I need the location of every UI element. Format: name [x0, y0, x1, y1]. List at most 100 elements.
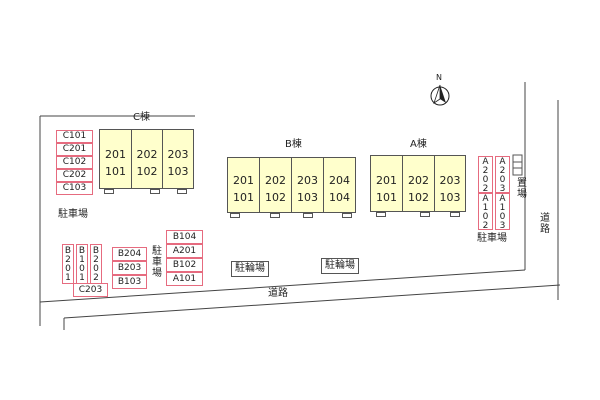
char: 1 [482, 203, 489, 213]
north-label: N [436, 73, 442, 82]
parking-space-a102: A 1 0 2 [478, 193, 493, 231]
bicycle-parking-1: 駐輪場 [231, 261, 269, 277]
road-label-south: 道路 [268, 288, 288, 299]
building-b: 201 101 202 102 203 103 204 104 [227, 157, 356, 213]
parking-space-c203: C203 [73, 283, 108, 297]
building-a-step [420, 212, 430, 217]
unit-c-3: 203 103 [163, 130, 193, 188]
parking-space-b104: B104 [166, 230, 203, 244]
parking-space-c102: C102 [56, 156, 93, 169]
parking-space-b202: B 2 0 2 [90, 244, 102, 284]
parking-label-east: 駐車場 [477, 233, 507, 244]
building-b-label: B棟 [285, 139, 302, 150]
char: A [499, 194, 506, 204]
char: 場 [517, 189, 527, 200]
unit-b-3: 203 103 [292, 158, 324, 212]
unit-b-103: 103 [297, 191, 318, 204]
unit-b-204: 204 [329, 174, 350, 187]
unit-b-202: 202 [265, 174, 286, 187]
char: 場 [152, 268, 162, 279]
char: 2 [482, 166, 489, 176]
unit-b-203: 203 [297, 174, 318, 187]
building-b-step [342, 213, 352, 218]
building-a-step [450, 212, 460, 217]
char: 2 [93, 273, 99, 283]
char: A [499, 157, 506, 167]
unit-c-103: 103 [167, 165, 189, 178]
trash-bin-icon [512, 154, 523, 176]
building-a: 201 101 202 102 203 103 [370, 155, 466, 212]
char: 0 [499, 212, 506, 222]
building-c: 201 101 202 102 203 103 [99, 129, 194, 189]
building-b-step [270, 213, 280, 218]
unit-b-4: 204 104 [324, 158, 355, 212]
char: 2 [482, 221, 489, 231]
parking-space-b203: B203 [112, 261, 147, 275]
char: 道 [540, 213, 550, 224]
char: 0 [93, 264, 99, 274]
char: 1 [65, 273, 71, 283]
unit-a-2: 202 102 [403, 156, 435, 211]
road-label-east: 道 路 [539, 213, 551, 235]
unit-c-1: 201 101 [100, 130, 132, 188]
parking-space-b204: B204 [112, 247, 147, 261]
parking-space-b201: B 2 0 1 [62, 244, 74, 284]
parking-space-c201: C201 [56, 143, 93, 156]
char: 駐 [152, 246, 162, 257]
char: 2 [65, 255, 71, 265]
unit-b-2: 202 102 [260, 158, 292, 212]
parking-space-a101: A101 [166, 272, 203, 286]
building-c-label: C棟 [133, 112, 150, 123]
unit-c-201: 201 [105, 148, 126, 161]
building-a-label: A棟 [410, 139, 427, 150]
char: 0 [65, 264, 71, 274]
parking-space-b103: B103 [112, 275, 147, 289]
char: 0 [482, 212, 489, 222]
parking-space-c101: C101 [56, 130, 93, 143]
building-b-step [230, 213, 240, 218]
parking-space-b101: B 1 0 1 [76, 244, 88, 284]
char: 2 [93, 255, 99, 265]
unit-b-101: 101 [233, 191, 254, 204]
char: 0 [499, 175, 506, 185]
char: 3 [499, 184, 506, 194]
storage-label: 置 場 [516, 178, 528, 200]
unit-c-101: 101 [105, 165, 126, 178]
parking-space-b102: B102 [166, 258, 203, 272]
unit-a-203: 203 [439, 174, 461, 187]
unit-a-201: 201 [376, 174, 397, 187]
parking-space-c103: C103 [56, 182, 93, 195]
char: B [64, 246, 72, 256]
unit-c-203: 203 [167, 148, 189, 161]
building-b-step [303, 213, 313, 218]
building-a-step [376, 212, 386, 217]
bicycle-parking-2: 駐輪場 [321, 258, 359, 274]
unit-a-202: 202 [408, 174, 429, 187]
char: 置 [517, 178, 527, 189]
char: 3 [499, 221, 506, 231]
char: 0 [79, 264, 85, 274]
char: B [92, 246, 100, 256]
char: 路 [540, 224, 550, 235]
char: 2 [499, 166, 506, 176]
unit-c-2: 202 102 [132, 130, 163, 188]
building-c-step [104, 189, 114, 194]
parking-space-a103: A 1 0 3 [495, 193, 510, 231]
char: 車 [152, 257, 162, 268]
building-c-step [177, 189, 187, 194]
char: 1 [79, 273, 85, 283]
parking-space-a201: A201 [166, 244, 203, 258]
parking-space-c202: C202 [56, 169, 93, 182]
north-arrow-icon [430, 84, 450, 106]
char: 2 [482, 184, 489, 194]
unit-b-104: 104 [329, 191, 350, 204]
parking-space-a203: A 2 0 3 [495, 156, 510, 194]
unit-b-102: 102 [265, 191, 286, 204]
char: 0 [482, 175, 489, 185]
unit-a-103: 103 [439, 191, 461, 204]
char: A [482, 157, 489, 167]
parking-label-center: 駐 車 場 [151, 246, 163, 279]
unit-b-1: 201 101 [228, 158, 260, 212]
unit-c-202: 202 [136, 148, 158, 161]
